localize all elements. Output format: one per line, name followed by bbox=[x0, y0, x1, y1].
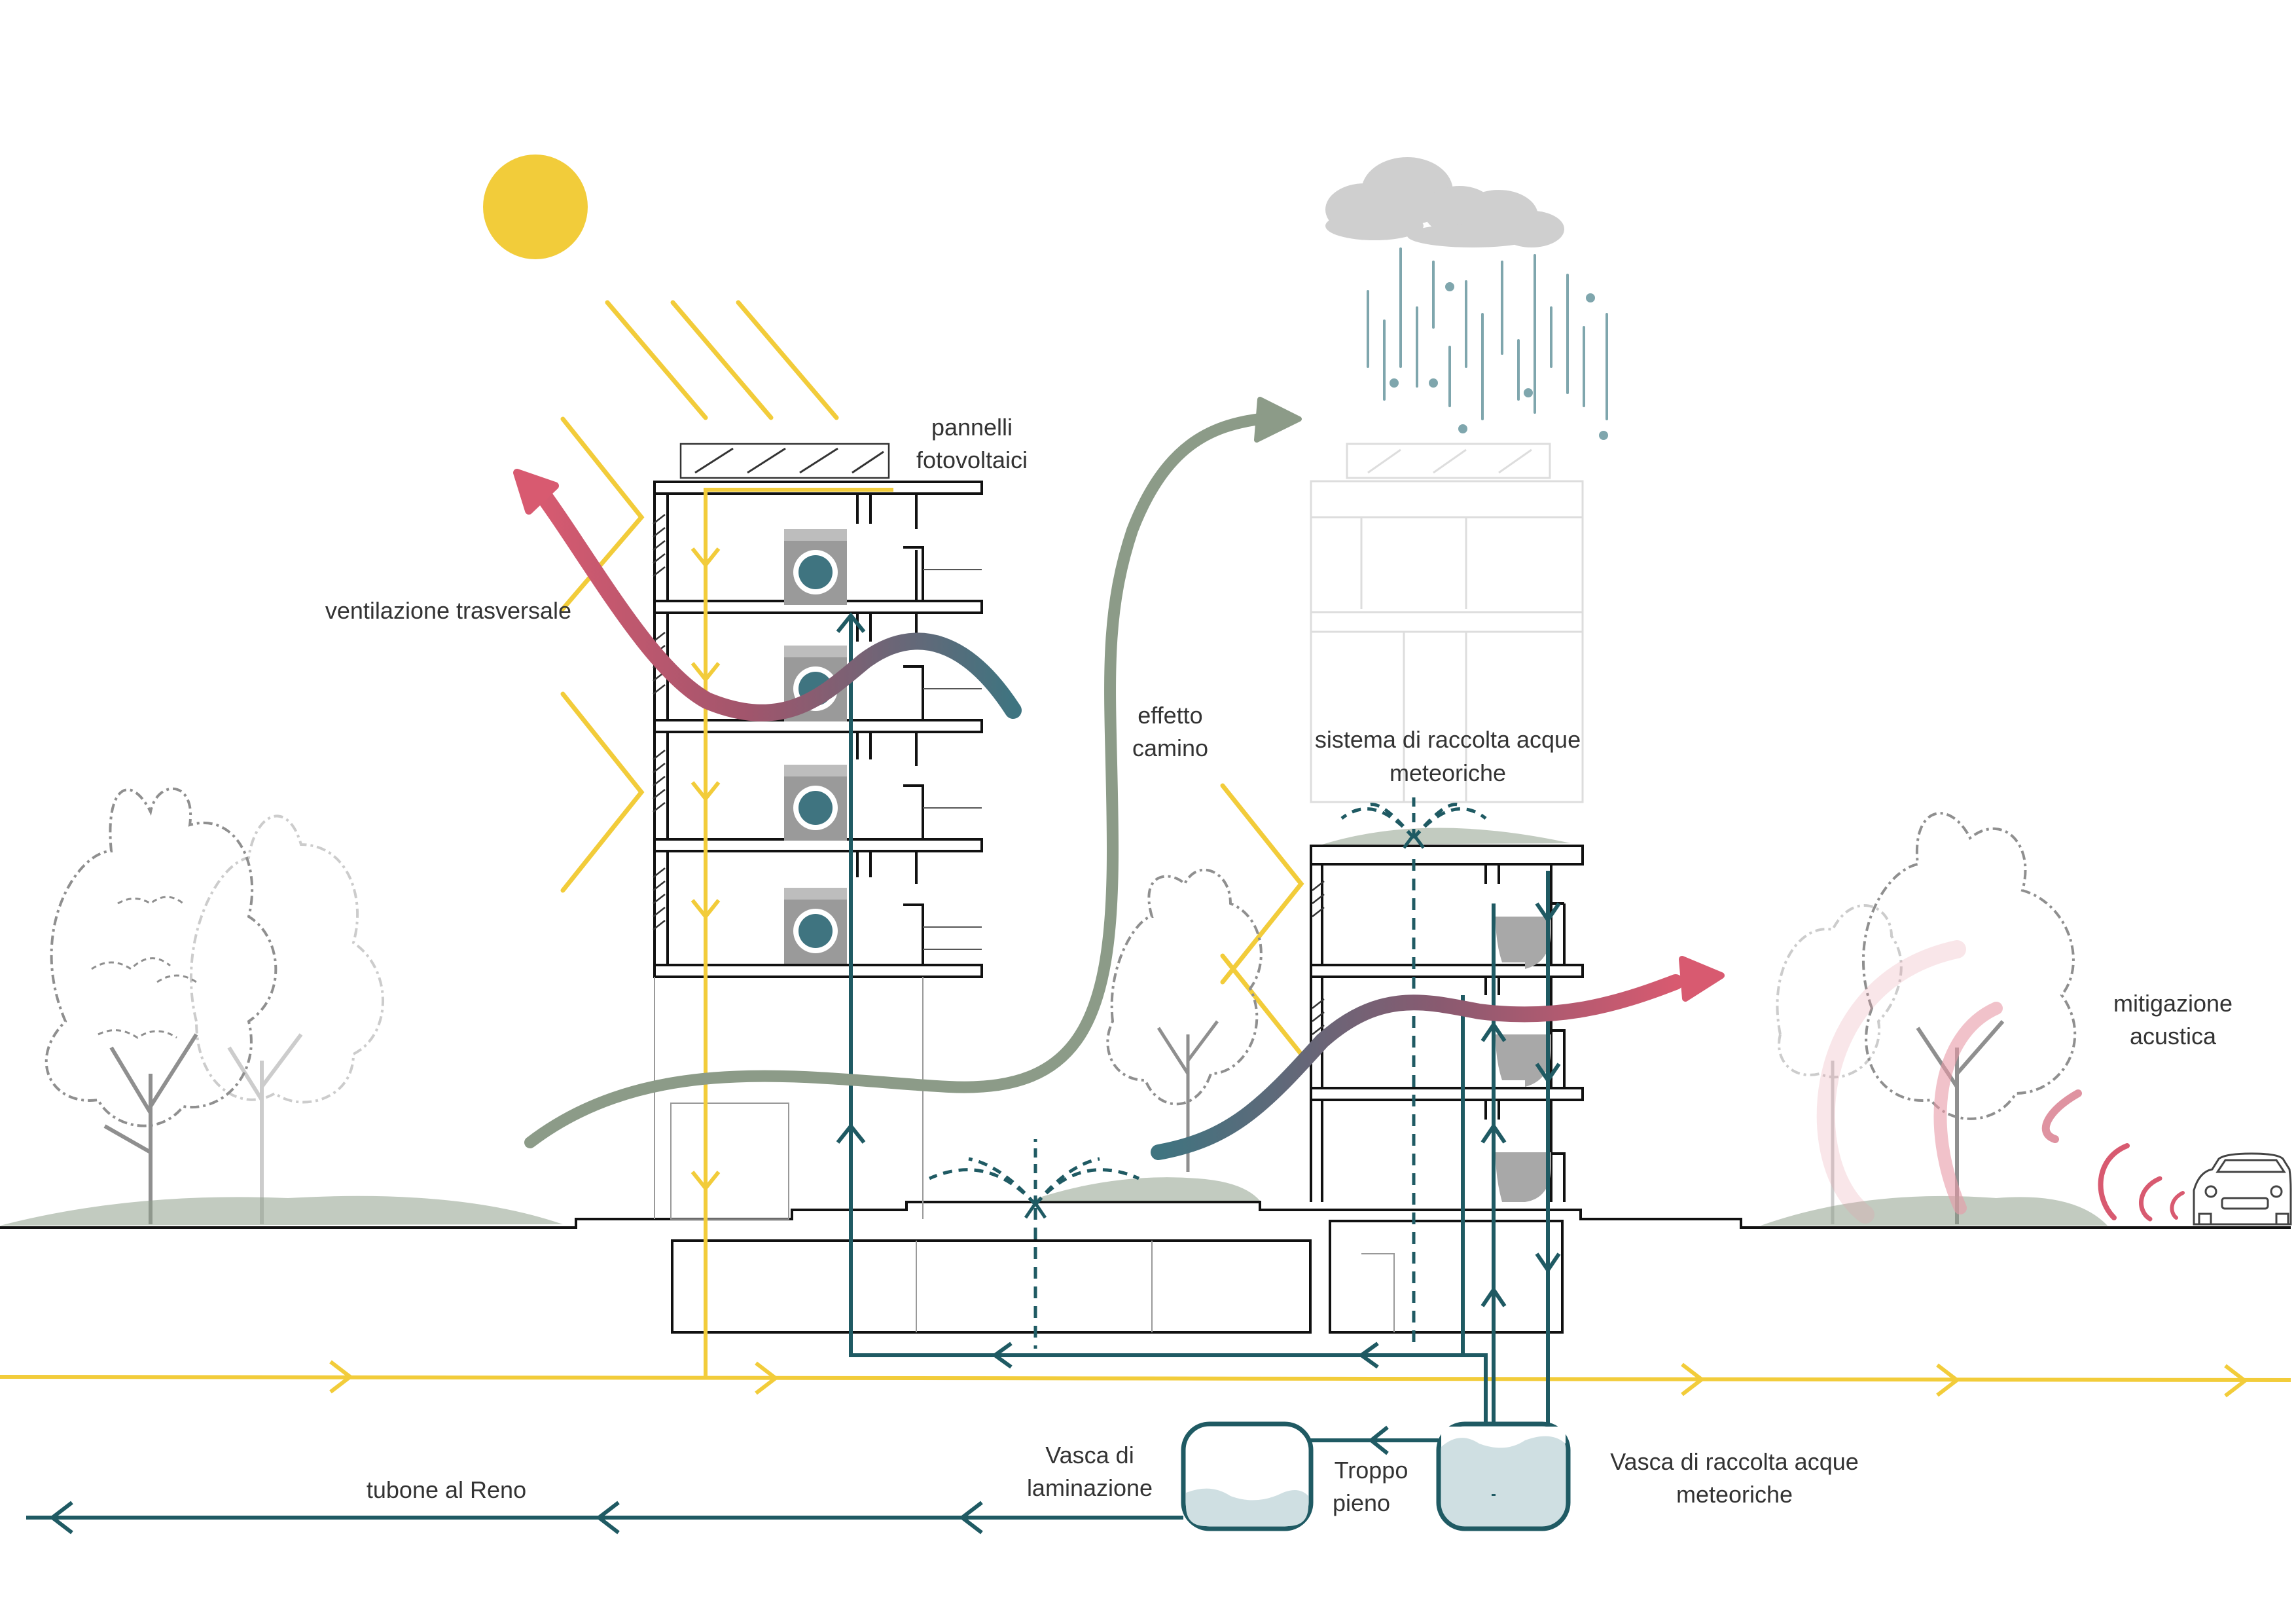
label-effetto-2: camino bbox=[1132, 735, 1208, 761]
label-vasca-lam-2: laminazione bbox=[1027, 1474, 1153, 1501]
label-tubone: tubone al Reno bbox=[367, 1476, 526, 1503]
basement bbox=[671, 1220, 1564, 1334]
ventilation-flow-left bbox=[513, 469, 1022, 721]
label-troppo-2: pieno bbox=[1333, 1489, 1390, 1516]
rain-collection-dashed bbox=[1033, 859, 1416, 1349]
toilet-icon bbox=[1496, 917, 1551, 1202]
right-building-ghost bbox=[1310, 443, 1584, 803]
label-mitigazione-1: mitigazione bbox=[2113, 990, 2233, 1017]
label-mitigazione-2: acustica bbox=[2130, 1023, 2217, 1049]
label-raccolta-1: sistema di raccolta acque bbox=[1315, 726, 1581, 753]
sun-rays bbox=[560, 300, 1304, 1057]
tree-icon bbox=[45, 787, 2077, 1224]
label-ventilazione: ventilazione trasversale bbox=[325, 597, 571, 624]
cloud-icon bbox=[1325, 157, 1564, 247]
label-vasca-racc-2: meteoriche bbox=[1676, 1481, 1793, 1508]
sun-icon bbox=[483, 155, 588, 259]
labels: pannelli fotovoltaici ventilazione trasv… bbox=[325, 414, 2233, 1516]
label-pannelli-1: pannelli bbox=[931, 414, 1013, 441]
vasca-raccolta-tank bbox=[1436, 1421, 1571, 1531]
ground bbox=[0, 828, 2291, 1229]
chimney-effect-flow bbox=[524, 397, 1302, 1148]
ventilation-flow-right bbox=[1151, 956, 1725, 1160]
label-vasca-racc-1: Vasca di raccolta acque bbox=[1610, 1448, 1859, 1475]
label-vasca-lam-1: Vasca di bbox=[1045, 1442, 1134, 1468]
label-pannelli-2: fotovoltaici bbox=[916, 447, 1028, 473]
label-raccolta-2: meteoriche bbox=[1390, 759, 1506, 786]
acoustic-mitigation-waves bbox=[1816, 940, 2185, 1224]
rain-icon bbox=[1367, 247, 1608, 440]
solar-panel-icon bbox=[679, 443, 890, 479]
label-effetto-1: effetto bbox=[1138, 702, 1202, 729]
water-lines bbox=[26, 612, 1561, 1535]
vasca-laminazione-tank bbox=[1181, 1421, 1314, 1531]
car-icon bbox=[2193, 1152, 2292, 1226]
washing-machine-icon bbox=[784, 529, 847, 964]
label-troppo-1: Troppo bbox=[1335, 1457, 1408, 1484]
sprinkler-icon bbox=[928, 792, 1487, 1219]
